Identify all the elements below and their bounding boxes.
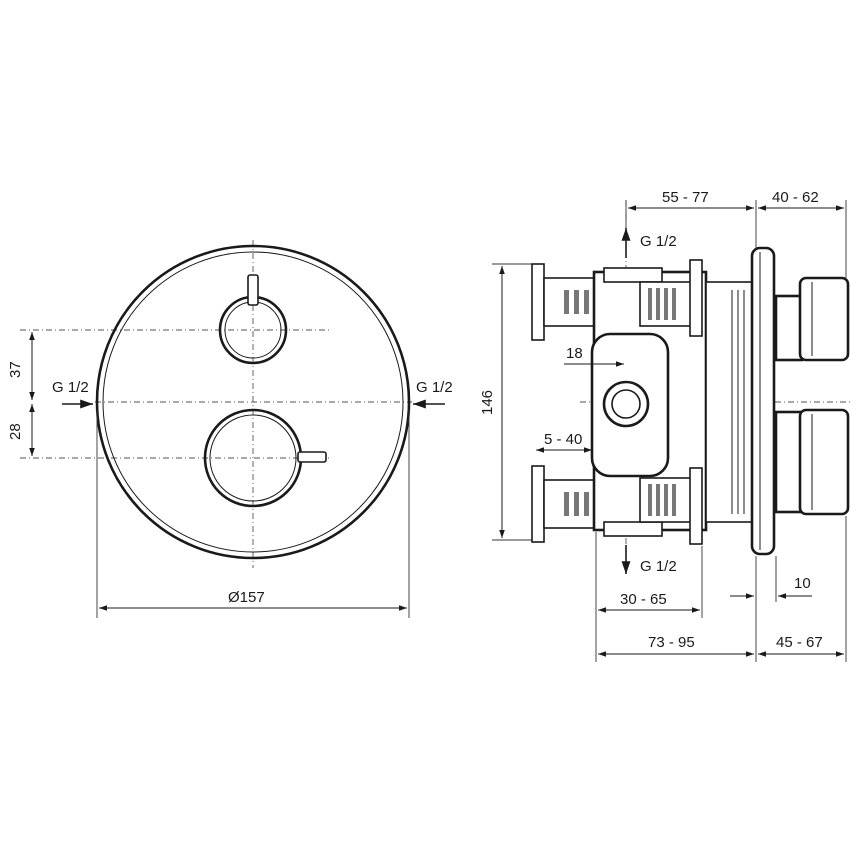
bottom-left-flange [531, 465, 545, 543]
diameter-text: Ø157 [228, 589, 265, 606]
lower-knob-lever [297, 451, 327, 463]
bottom-stub-thread [648, 484, 676, 516]
dim-18-text: 18 [566, 345, 583, 362]
bottom-inlet-thread [564, 492, 589, 516]
upper-knob-side [798, 276, 850, 362]
dim-28-text: 28 [7, 423, 24, 440]
top-stub-thread [648, 288, 676, 320]
trim-plate-outer [95, 244, 411, 560]
cartridge-window [590, 332, 670, 478]
dim-37-text: 37 [7, 361, 24, 378]
inlet-right-label: G 1/2 [416, 379, 453, 396]
dim-146-text: 146 [479, 390, 496, 415]
dim-55-77-text: 55 - 77 [662, 189, 709, 206]
bottom-right-flange [689, 467, 703, 545]
sleeve-ribs [731, 290, 745, 514]
top-outlet-label: G 1/2 [640, 233, 677, 250]
lower-knob-collar [774, 410, 804, 514]
upper-knob-lever [247, 274, 259, 306]
dim-73-95-text: 73 - 95 [648, 634, 695, 651]
top-outlet-nut [603, 267, 663, 283]
upper-knob-collar [774, 294, 804, 362]
cartridge-outer [602, 380, 650, 428]
top-right-flange [689, 259, 703, 337]
dim-40-62-text: 40 - 62 [772, 189, 819, 206]
lower-knob-side [798, 408, 850, 516]
dim-10-text: 10 [794, 575, 811, 592]
dim-30-65-text: 30 - 65 [620, 591, 667, 608]
front-view: G 1/2 G 1/2 37 28 Ø157 [7, 240, 453, 618]
dim-5-40-text: 5 - 40 [544, 431, 582, 448]
top-inlet-thread [564, 290, 589, 314]
body-sleeve [705, 281, 755, 523]
bottom-outlet-label: G 1/2 [640, 558, 677, 575]
trim-plate-side [750, 246, 776, 556]
bottom-outlet-nut [603, 521, 663, 537]
cartridge-inner [611, 389, 641, 419]
dim-45-67-text: 45 - 67 [776, 634, 823, 651]
inlet-left-label: G 1/2 [52, 379, 89, 396]
top-left-flange [531, 263, 545, 341]
side-view: 55 - 77 40 - 62 146 [479, 189, 850, 662]
lower-knob-inner [209, 414, 297, 502]
trim-plate-inner [102, 251, 404, 553]
